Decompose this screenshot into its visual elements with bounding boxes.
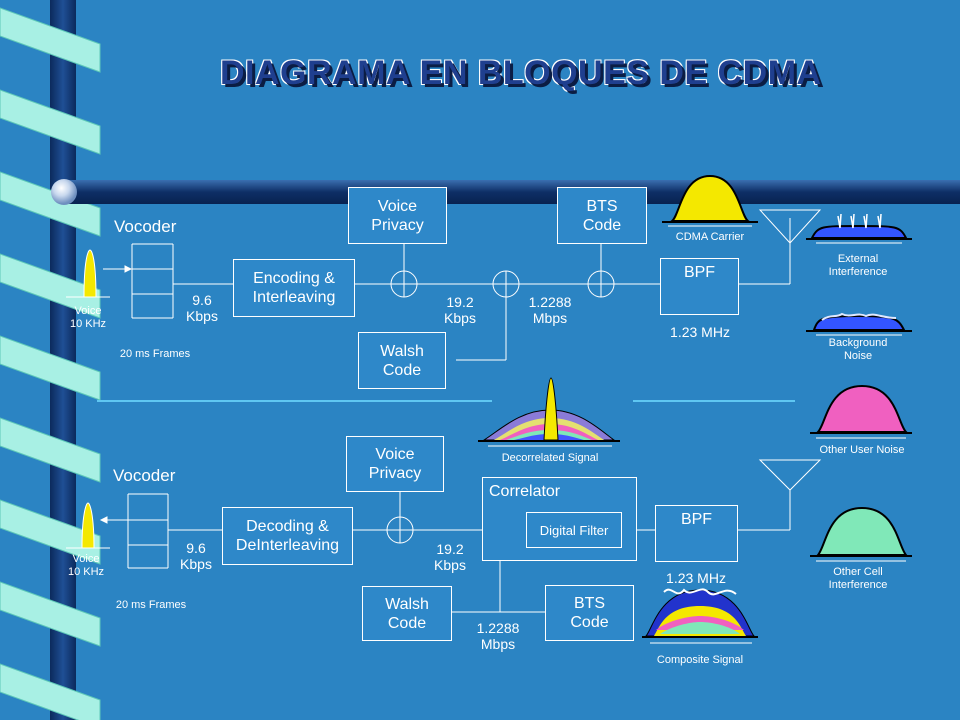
tx-walsh-line1: Walsh: [380, 342, 424, 360]
other-cell-interference-line1: Other Cell: [833, 566, 883, 578]
rx-rate1: 9.6 Kbps: [174, 540, 218, 572]
tx-rate3: 1.2288 Mbps: [522, 294, 578, 326]
decoding-deinterleaving-block: Decoding & DeInterleaving: [222, 507, 353, 565]
decoding-line2: DeInterleaving: [235, 537, 340, 554]
other-cell-interference-line2: Interference: [828, 579, 888, 591]
rx-voice-spike: [81, 502, 95, 549]
rx-bts-line1: BTS: [573, 595, 606, 612]
external-interference-line2: Interference: [828, 266, 888, 278]
other-cell-interference-spectrum: [810, 506, 912, 562]
tx-voice-label: Voice 10 KHz: [60, 305, 116, 331]
rx-voice-privacy-line2: Privacy: [368, 465, 422, 482]
decorrelated-signal-spectrum: [478, 377, 620, 447]
background-noise-label: Background Noise: [808, 337, 908, 363]
rx-voice-label: Voice 10 KHz: [58, 553, 114, 579]
background-noise-spectrum: [806, 312, 912, 336]
tx-voice-freq: 10 KHz: [69, 318, 107, 330]
tx-rate3-unit: Mbps: [532, 310, 568, 326]
decorrelated-signal-label: Decorrelated Signal: [501, 452, 599, 464]
encoding-interleaving-block: Encoding & Interleaving: [233, 259, 355, 317]
external-interference-label: External Interference: [808, 253, 908, 279]
tx-voice-spike: [83, 249, 97, 298]
rx-rate3: 1.2288 Mbps: [470, 620, 526, 652]
tx-rate3-value: 1.2288: [528, 294, 572, 310]
tx-vocoder-label: Vocoder: [114, 217, 177, 236]
tx-bts-line1: BTS: [586, 197, 618, 215]
tx-bpf-label: BPF: [683, 264, 716, 281]
tx-rate1: 9.6 Kbps: [180, 292, 224, 324]
other-user-noise-label: Other User Noise: [819, 444, 905, 456]
tx-bpf-block: BPF: [660, 258, 739, 315]
decoding-line1: Decoding &: [246, 518, 329, 535]
background-noise-line2: Noise: [843, 350, 873, 362]
composite-signal-spectrum: [642, 588, 758, 644]
rx-rate2-value: 19.2: [436, 541, 464, 557]
rx-walsh-line1: Walsh: [385, 595, 429, 613]
digital-filter-block: Digital Filter: [526, 512, 622, 548]
tx-voice-text: Voice: [74, 305, 102, 317]
tx-bts-line2: Code: [582, 216, 622, 234]
rx-voice-freq: 10 KHz: [67, 566, 105, 578]
cdma-carrier-spectrum: [669, 174, 751, 222]
composite-signal-label: Composite Signal: [656, 654, 744, 666]
rx-rate1-unit: Kbps: [180, 556, 212, 572]
rx-voice-text: Voice: [72, 553, 100, 565]
rx-bts-code-block: BTS Code: [545, 585, 634, 641]
rx-walsh-line2: Code: [387, 614, 427, 632]
other-user-noise-spectrum: [810, 384, 912, 439]
tx-bpf-freq: 1.23 MHz: [670, 324, 730, 340]
rx-rate2: 19.2 Kbps: [426, 541, 474, 573]
page-title: DIAGRAMA EN BLOQUES DE CDMA: [220, 54, 822, 92]
correlator-label: Correlator: [489, 483, 561, 500]
rx-rate3-value: 1.2288: [476, 620, 520, 636]
rx-bpf-freq: 1.23 MHz: [666, 570, 726, 586]
background-noise-line1: Background: [828, 337, 888, 349]
encoding-line1: Encoding &: [253, 270, 335, 287]
rx-bpf-block: BPF: [655, 505, 738, 562]
rx-frames-label: 20 ms Frames: [115, 599, 187, 611]
cdma-carrier-label: CDMA Carrier: [675, 231, 745, 243]
encoding-line2: Interleaving: [252, 289, 336, 306]
tx-voice-privacy-line2: Privacy: [371, 216, 424, 234]
rx-rate1-value: 9.6: [186, 540, 206, 556]
external-interference-line1: External: [837, 253, 879, 265]
tx-voice-privacy-line1: Voice: [377, 197, 418, 215]
rx-rate3-unit: Mbps: [480, 636, 516, 652]
tx-rate2-unit: Kbps: [444, 310, 476, 326]
tx-rate2: 19.2 Kbps: [436, 294, 484, 326]
tx-walsh-line2: Code: [382, 361, 422, 379]
tx-rate2-value: 19.2: [446, 294, 474, 310]
rx-voice-privacy-line1: Voice: [375, 446, 415, 463]
tx-rate1-value: 9.6: [192, 292, 212, 308]
other-cell-interference-label: Other Cell Interference: [808, 566, 908, 592]
rx-bts-line2: Code: [570, 614, 609, 631]
rx-rate2-unit: Kbps: [434, 557, 466, 573]
rx-bpf-label: BPF: [680, 511, 713, 528]
tx-rate1-unit: Kbps: [186, 308, 218, 324]
external-interference-spectrum: [806, 213, 912, 244]
rx-vocoder-label: Vocoder: [113, 466, 176, 485]
tx-frames-label: 20 ms Frames: [119, 348, 191, 360]
